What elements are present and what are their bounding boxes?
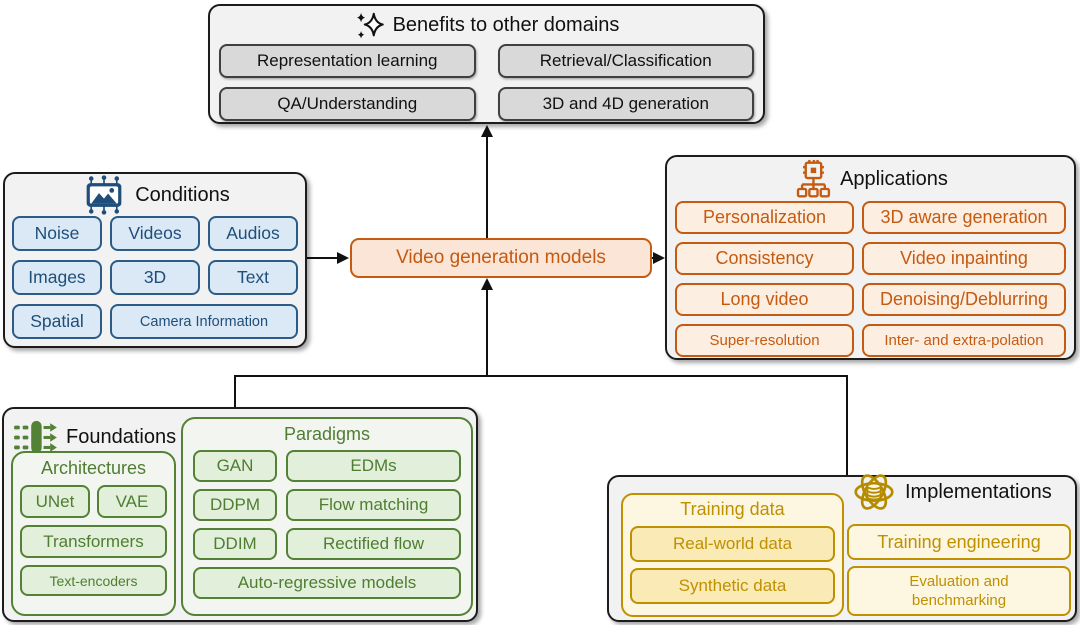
application-chip: 3D aware generation — [862, 201, 1066, 234]
conditions-grid: Noise Videos Audios Images 3D Text Spati… — [5, 216, 305, 339]
condition-chip: Camera Information — [110, 304, 298, 339]
architecture-chip: Transformers — [20, 525, 167, 558]
arrow-to-benefits-icon — [481, 125, 493, 137]
atom-database-icon — [854, 474, 894, 510]
paradigms-title: Paradigms — [283, 424, 371, 444]
application-chip: Super-resolution — [675, 324, 854, 357]
condition-chip: Images — [12, 260, 102, 295]
condition-chip: Text — [208, 260, 298, 295]
foundations-panel: Foundations Architectures UNet VAE Trans… — [2, 407, 478, 622]
benefit-chip: Retrieval/Classification — [497, 44, 754, 78]
benefits-grid: Representation learning Retrieval/Classi… — [210, 44, 763, 121]
implementations-panel: Implementations Training data Real-world… — [607, 474, 1077, 622]
paradigms-grid: GAN EDMs DDPM Flow matching DDIM Rectifi… — [183, 445, 471, 599]
implementation-chip: Evaluation and benchmarking — [847, 566, 1071, 616]
training-data-chip: Synthetic data — [630, 568, 835, 604]
conditions-title: Conditions — [135, 183, 230, 206]
paradigm-chip: Auto-regressive models — [193, 567, 461, 599]
application-chip: Inter- and extra-polation — [862, 324, 1066, 357]
video-generation-models-node: Video generation models — [350, 238, 652, 278]
architecture-chip: UNet — [20, 485, 90, 518]
training-data-group: Training data Real-world data Synthetic … — [621, 493, 844, 617]
benefit-chip: Representation learning — [219, 44, 476, 78]
implementations-header: Implementations — [849, 467, 1052, 517]
condition-chip: Noise — [12, 216, 102, 251]
paradigm-chip: Rectified flow — [286, 528, 461, 560]
pipeline-icon — [14, 420, 57, 454]
benefits-title: Benefits to other domains — [392, 13, 620, 36]
paradigm-chip: GAN — [193, 450, 277, 482]
application-chip: Personalization — [675, 201, 854, 234]
architectures-grid: UNet VAE Transformers Text-encoders — [13, 479, 174, 596]
paradigms-group: Paradigms GAN EDMs DDPM Flow matching DD… — [181, 417, 473, 616]
applications-header: Applications — [667, 157, 1074, 201]
application-chip: Denoising/Deblurring — [862, 283, 1066, 316]
benefits-panel: Benefits to other domains Representation… — [208, 4, 765, 124]
application-chip: Long video — [675, 283, 854, 316]
training-data-chip: Real-world data — [630, 526, 835, 562]
benefit-chip: 3D and 4D generation — [497, 87, 754, 121]
applications-grid: Personalization 3D aware generation Cons… — [667, 201, 1074, 357]
foundations-title: Foundations — [66, 425, 177, 448]
sparkles-icon — [356, 12, 384, 39]
implementations-title: Implementations — [905, 480, 1052, 503]
paradigm-chip: Flow matching — [286, 489, 461, 521]
benefits-header: Benefits to other domains — [210, 6, 763, 44]
conditions-header: Conditions — [5, 174, 305, 216]
condition-chip: Spatial — [12, 304, 102, 339]
conditions-panel: Conditions Noise Videos Audios Images 3D… — [3, 172, 307, 348]
arrow-to-applications-icon — [653, 252, 665, 264]
architectures-group: Architectures UNet VAE Transformers Text… — [11, 451, 176, 616]
architectures-title: Architectures — [40, 458, 147, 478]
paradigm-chip: DDPM — [193, 489, 277, 521]
application-chip: Video inpainting — [862, 242, 1066, 275]
implementation-chip: Training engineering — [847, 524, 1071, 560]
foundations-header: Foundations — [12, 418, 176, 456]
architecture-chip: Text-encoders — [20, 565, 167, 596]
paradigm-chip: EDMs — [286, 450, 461, 482]
arrow-from-bottom-icon — [481, 278, 493, 290]
architecture-chip: VAE — [97, 485, 167, 518]
applications-title: Applications — [840, 167, 948, 190]
network-chip-icon — [796, 159, 831, 198]
image-circuit-icon — [86, 175, 122, 215]
condition-chip: Audios — [208, 216, 298, 251]
training-data-title: Training data — [680, 499, 785, 519]
benefit-chip: QA/Understanding — [219, 87, 476, 121]
paradigm-chip: DDIM — [193, 528, 277, 560]
condition-chip: Videos — [110, 216, 200, 251]
applications-panel: Applications Personalization 3D aware ge… — [665, 155, 1076, 360]
arrow-to-center-icon — [337, 252, 349, 264]
application-chip: Consistency — [675, 242, 854, 275]
condition-chip: 3D — [110, 260, 200, 295]
